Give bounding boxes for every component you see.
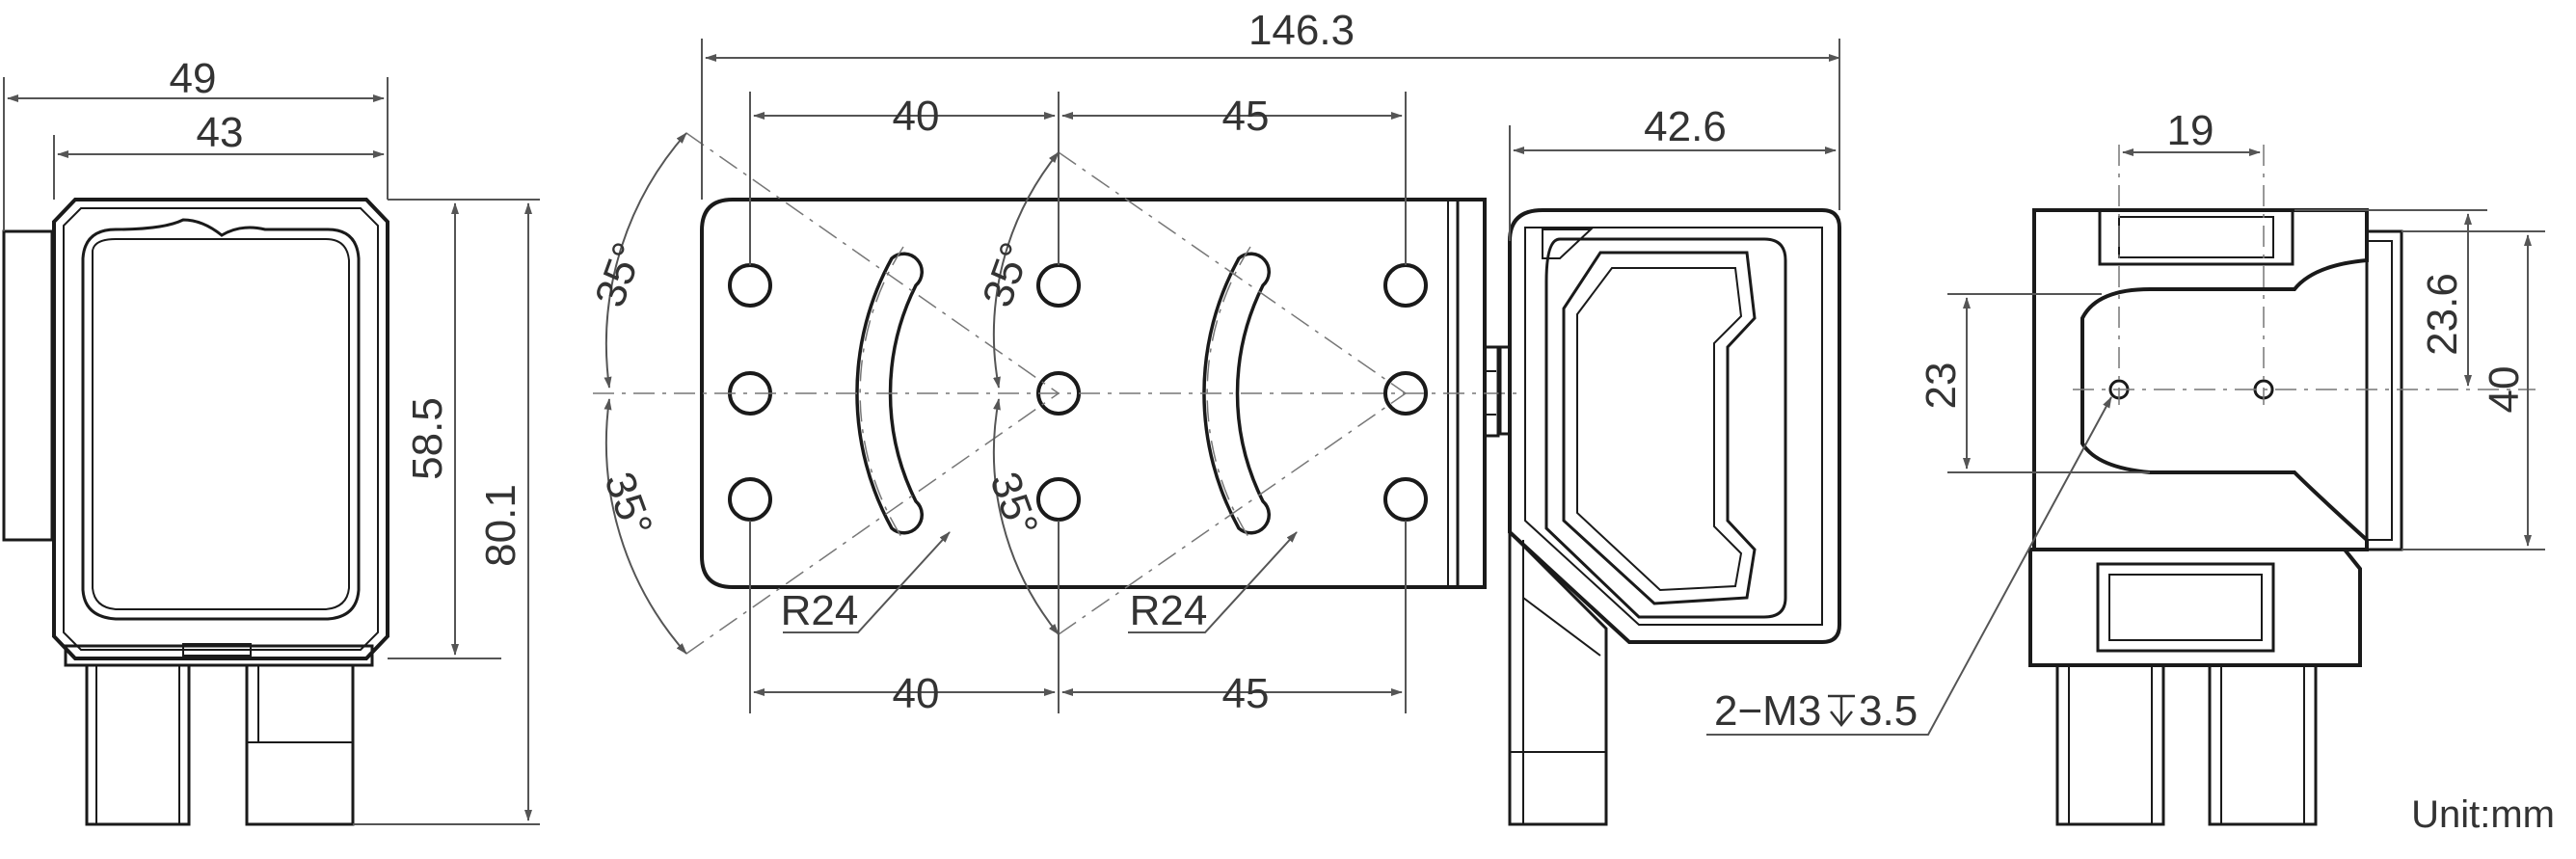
dim-bracket-spacing-bottom-right: 45	[1222, 670, 1270, 717]
dim-angle-upper-mid: 35°	[974, 236, 1040, 312]
thread-callout-depth: 3.5	[1859, 687, 1918, 735]
front-housing	[52, 198, 389, 660]
front-connector-right	[245, 663, 355, 826]
dim-slot-radius-left: R24	[781, 587, 859, 634]
bracket-centerlines	[593, 132, 1518, 655]
rear-housing-bottom	[2028, 548, 2362, 667]
bracket-slot-left	[855, 252, 924, 535]
side-window	[1544, 237, 1787, 619]
bracket-hole	[1036, 263, 1081, 308]
front-connector-left	[85, 663, 191, 826]
rear-connector-right	[2208, 663, 2318, 826]
dim-rear-height-upper: 23.6	[2419, 273, 2466, 356]
thread-callout-size: 2−M3	[1714, 687, 1821, 735]
side-view	[1498, 208, 1841, 826]
side-housing	[1508, 208, 1841, 644]
dim-rear-height-hole: 23	[1918, 362, 1965, 410]
dim-rear-hole-spacing: 19	[2167, 107, 2214, 154]
dim-angle-lower-left: 35°	[595, 466, 661, 542]
dim-angle-lower-mid: 35°	[980, 466, 1047, 542]
dim-slot-radius-right: R24	[1130, 587, 1208, 634]
dim-bracket-spacing-top-left: 40	[893, 93, 940, 140]
side-dimensions	[1509, 39, 1840, 241]
dim-front-width-outer: 49	[170, 55, 217, 102]
bracket-hole	[728, 263, 772, 308]
dim-bracket-spacing-bottom-left: 40	[893, 670, 940, 717]
front-view	[2, 198, 389, 826]
rear-housing-top	[2032, 208, 2369, 551]
front-window	[81, 218, 361, 621]
bracket-hole	[1036, 477, 1081, 522]
rear-dimensions	[1706, 148, 2545, 736]
dim-side-depth: 42.6	[1644, 103, 1727, 150]
front-housing-inner	[63, 207, 379, 651]
dim-bracket-spacing-top-right: 45	[1222, 93, 1270, 140]
dim-rear-height-total: 40	[2481, 366, 2528, 414]
dim-bracket-length-total: 146.3	[1248, 7, 1355, 54]
bracket-hole	[1383, 477, 1428, 522]
front-dimensions	[3, 77, 540, 825]
bracket-hole	[1383, 263, 1428, 308]
dim-front-height-window: 58.5	[404, 397, 451, 480]
rear-top-cap	[2098, 208, 2294, 266]
bracket-hole	[1383, 371, 1428, 416]
bracket-dimensions	[604, 39, 1840, 713]
depth-symbol-icon	[1828, 694, 1855, 728]
front-side-plate	[2, 229, 54, 542]
bracket-hole	[728, 477, 772, 522]
unit-label: Unit:mm	[2411, 793, 2555, 836]
bracket-plate	[700, 198, 1487, 589]
side-connector	[1508, 528, 1608, 826]
rear-centerlines	[2073, 145, 2536, 405]
front-base-strip	[64, 644, 374, 667]
bracket-slot-right	[1202, 252, 1271, 535]
rear-side-plate	[2365, 229, 2403, 551]
dim-angle-upper-left: 35°	[586, 236, 653, 312]
rear-view	[2028, 208, 2403, 826]
dim-front-height-total: 80.1	[477, 484, 524, 567]
dim-front-width-inner: 43	[197, 109, 244, 156]
rear-connector-left	[2055, 663, 2165, 826]
